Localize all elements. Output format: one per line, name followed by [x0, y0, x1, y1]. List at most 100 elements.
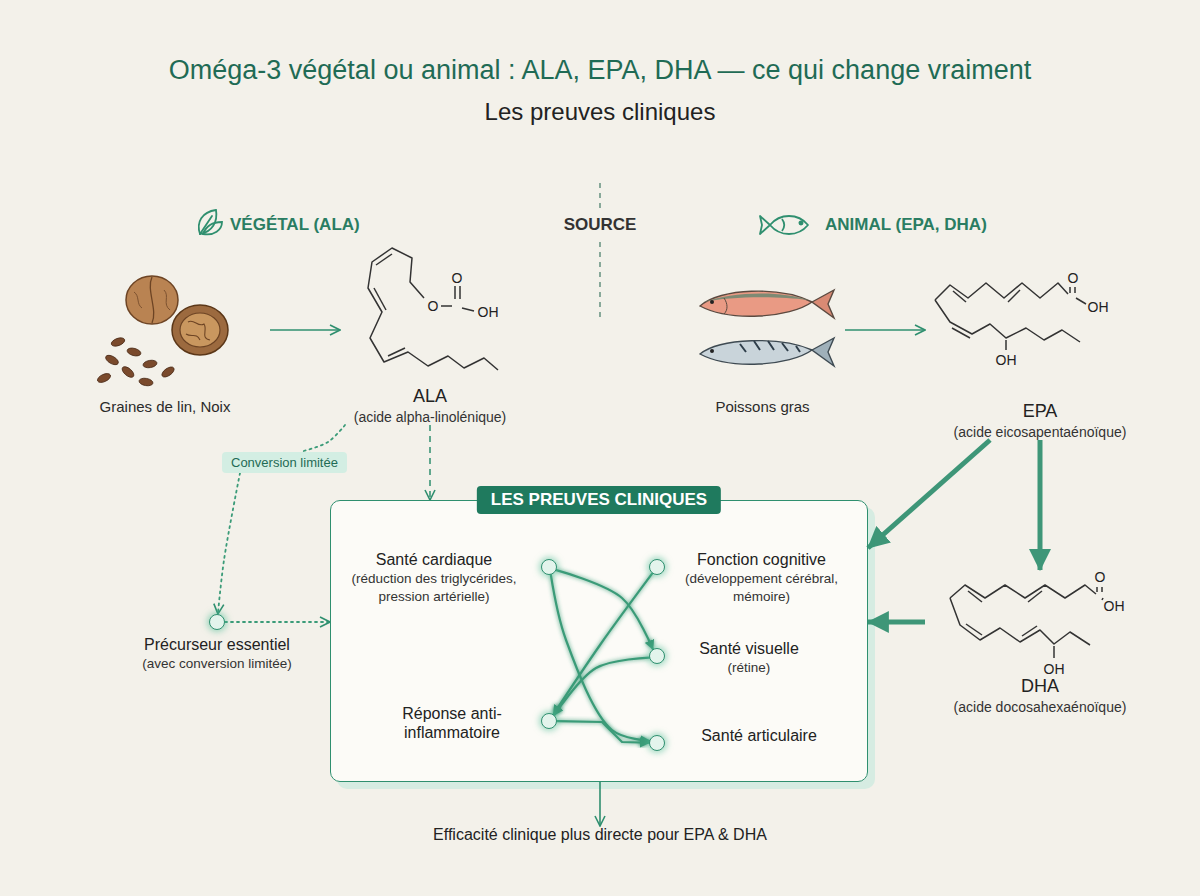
connector [656, 575, 658, 648]
salmon-illustration-part [724, 298, 727, 314]
node-detail: (avec conversion limitée) [107, 655, 327, 673]
fish-icon-part [782, 219, 784, 231]
atom-label: O [1068, 270, 1079, 286]
nuts-illustration-part-part [110, 336, 126, 348]
precursor-dot: Précurseur essentiel(avec conversion lim… [209, 614, 225, 630]
nuts-illustration-part [96, 336, 176, 387]
mackerel-illustration-part [740, 341, 800, 352]
node-detail: (réduction des triglycérides, pression a… [336, 570, 532, 605]
connector [1038, 440, 1043, 570]
connector [868, 620, 925, 625]
ala-molecule [368, 248, 498, 370]
salmon-illustration-part [700, 291, 812, 316]
salmon-illustration-part [710, 300, 714, 304]
dot-label-group: Précurseur essentiel(avec conversion lim… [107, 635, 327, 673]
dha-molecule-node: DHA (acide docosahexaénoïque) [925, 570, 1155, 715]
section-header: VÉGÉTAL (ALA) [230, 215, 360, 235]
salmon-illustration-part [704, 293, 808, 302]
connector [656, 664, 658, 735]
fish-source: Poissons gras [680, 270, 845, 415]
dha-molecule-part [1097, 587, 1102, 592]
node-detail: (développement cérébral, mémoire) [674, 570, 849, 605]
salmon-illustration [700, 290, 834, 318]
nuts-illustration-part [150, 277, 153, 323]
benefit-dot: Fonction cognitive(développement cérébra… [649, 559, 665, 575]
connector [553, 573, 652, 714]
node-detail: (acide alpha-linolénique) [354, 409, 507, 425]
divider-line [599, 183, 600, 210]
node-title: Efficacité clinique plus directe pour EP… [360, 826, 840, 844]
node-title: DHA [1021, 676, 1059, 697]
dha-molecule-part [1022, 626, 1037, 636]
dha-molecule-part [950, 598, 1090, 645]
atom-label: OH [478, 304, 499, 320]
nuts-illustration-part-part [142, 359, 157, 369]
dha-molecule-part [968, 591, 982, 602]
epa-molecule-node: EPA(acide eicosapentaénoïque) [925, 260, 1155, 440]
mackerel-illustration-part [710, 349, 714, 353]
ala-molecule-part [374, 288, 386, 310]
dot-label-group: Santé articulaire [674, 726, 844, 745]
connector [845, 329, 925, 331]
ala-molecule-part [368, 248, 498, 370]
epa-molecule-part [1005, 340, 1007, 350]
connector [554, 658, 649, 715]
benefit-dot: Santé cardiaque(réduction des triglycéri… [541, 559, 557, 575]
connector [599, 782, 601, 826]
epa-molecule-part [953, 291, 966, 302]
nuts-illustration-part [134, 290, 170, 310]
node-title: LES PREUVES CLINIQUES [477, 486, 721, 514]
nuts-illustration-part [126, 276, 178, 324]
node-title: Précurseur essentiel [107, 635, 327, 654]
nuts-illustration-part-part [126, 347, 141, 358]
nuts-illustration-part-part [96, 372, 112, 384]
leaf-icon-part [199, 210, 217, 234]
atom-label: OH [1044, 661, 1065, 677]
atom-label: O [428, 298, 439, 314]
node-title: Réponse anti-inflammatoire [372, 704, 532, 742]
dot-label-group: Santé cardiaque(réduction des triglycéri… [336, 550, 532, 605]
node-detail: (acide docosahexaénoïque) [954, 699, 1127, 715]
fish-icon-part [770, 216, 808, 234]
node-title: Santé cardiaque [336, 550, 532, 569]
dot-label-group: Santé visuelle(rétine) [674, 639, 824, 677]
node-title: Santé visuelle [674, 639, 824, 658]
benefit-dot: Santé visuelle(rétine) [649, 648, 665, 664]
node-title: Fonction cognitive [674, 550, 849, 569]
atom-label: OH [1104, 598, 1125, 614]
nuts-illustration-part [186, 321, 210, 340]
connector [557, 721, 649, 743]
node-title: Graines de lin, Noix [100, 398, 231, 415]
epa-molecule-part [952, 328, 970, 338]
mackerel-illustration-part [812, 338, 834, 366]
connector [300, 425, 345, 452]
dha-molecule-part [1102, 598, 1103, 600]
atom-label: OH [1088, 299, 1109, 315]
nuts-illustration-part [172, 305, 228, 355]
atom-label: O [1095, 569, 1106, 585]
connector [270, 329, 340, 331]
section-header: SOURCE [564, 215, 637, 235]
mackerel-illustration-part [700, 341, 812, 365]
ala-molecule-part [462, 308, 474, 311]
conversion-badge: Conversion limitée [222, 452, 347, 473]
connector [429, 425, 431, 500]
atom-label: O [452, 270, 463, 286]
epa-molecule-part [935, 283, 1068, 300]
node-title: Conversion limitée [231, 455, 338, 470]
evidence-box: LES PREUVES CLINIQUESSanté cardiaque(réd… [330, 500, 868, 782]
benefit-dot: Santé articulaire [649, 735, 665, 751]
nuts-illustration-part-part [104, 353, 120, 366]
node-title: ALA [413, 386, 447, 407]
nuts-illustration-part [180, 313, 220, 347]
connector [218, 473, 240, 614]
dha-molecule-part [1053, 646, 1055, 658]
dot-label-group: Fonction cognitive(développement cérébra… [674, 550, 849, 605]
connector [868, 440, 990, 548]
subtitle: Les preuves cliniques [485, 98, 716, 126]
ala-molecule-node: ALA (acide alpha-linolénique) [340, 250, 520, 425]
dha-molecule [950, 585, 1103, 658]
title: Oméga-3 végétal ou animal : ALA, EPA, DH… [169, 55, 1031, 86]
